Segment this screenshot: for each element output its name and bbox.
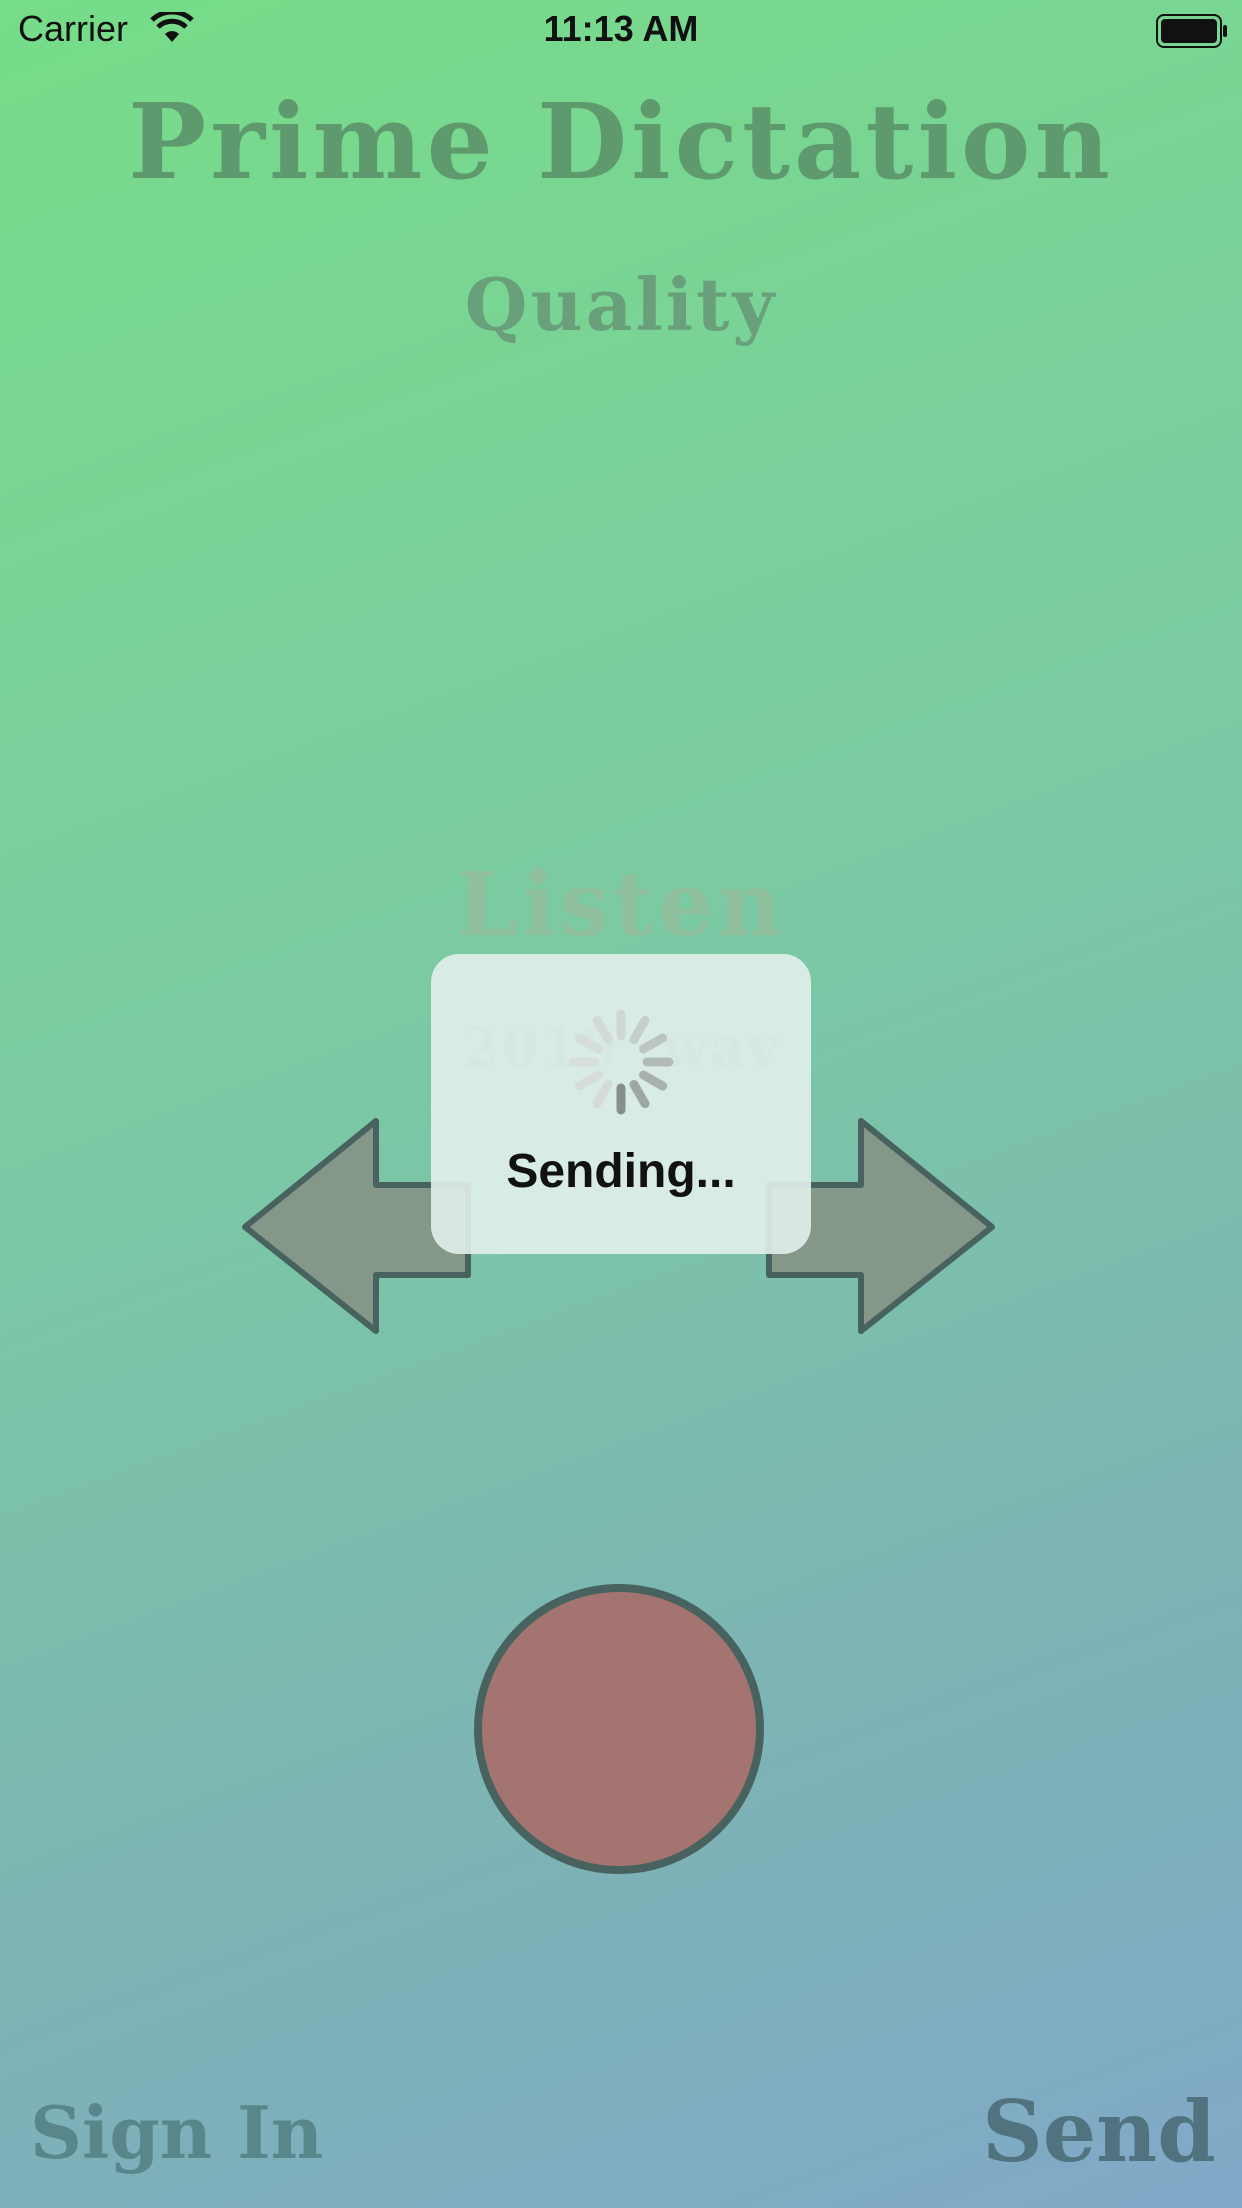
record-button[interactable] (474, 1584, 764, 1874)
quality-button[interactable]: Quality (464, 262, 778, 347)
status-bar: Carrier 11:13 AM (0, 0, 1242, 60)
carrier-label: Carrier (18, 8, 129, 49)
sending-label: Sending... (506, 1145, 736, 1198)
sign-in-button[interactable]: Sign In (30, 2090, 324, 2175)
send-button[interactable]: Send (982, 2082, 1216, 2181)
listen-button[interactable]: Listen (456, 852, 786, 956)
status-time: 11:13 AM (543, 8, 699, 49)
sending-hud: Sending... (431, 954, 811, 1254)
app-title: Prime Dictation (128, 80, 1114, 203)
activity-spinner-icon (568, 1009, 674, 1115)
battery-icon (1156, 14, 1227, 48)
wifi-icon (150, 12, 194, 42)
